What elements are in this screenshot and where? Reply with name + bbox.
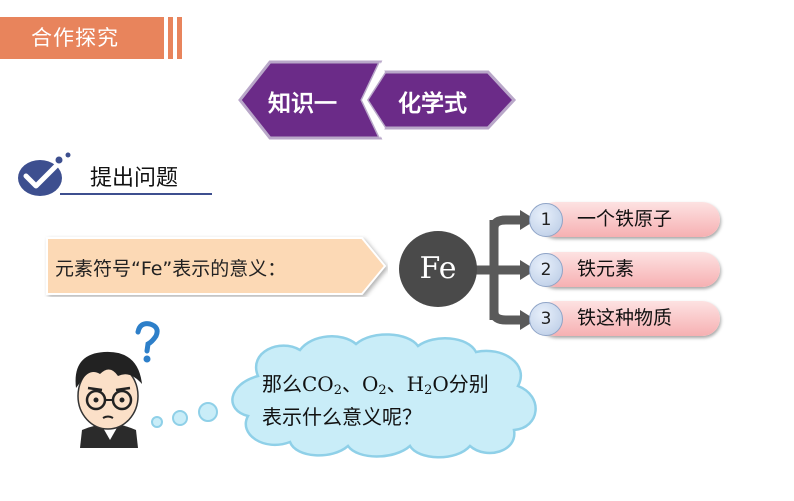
thought-question-line1: 那么CO2、O2、H2O分别	[262, 372, 489, 398]
heading-underline	[60, 193, 212, 195]
section-tag: 合作探究	[0, 17, 164, 59]
knowledge-banner	[238, 60, 517, 140]
item-number: 3	[529, 302, 563, 336]
tag-divider-bar	[168, 17, 173, 59]
meaning-label-box	[46, 237, 387, 295]
thought-cloud	[231, 333, 537, 459]
meaning-label: 元素符号“Fe”表示的意义：	[55, 258, 287, 280]
item-number: 1	[529, 203, 563, 237]
item-text: 一个铁原子	[577, 208, 673, 230]
thought-dot	[198, 402, 218, 422]
item-number: 2	[529, 253, 563, 287]
thinking-student-icon	[75, 321, 160, 448]
item-text: 铁元素	[577, 258, 635, 280]
meaning-item	[538, 252, 720, 287]
question-heading: 提出问题	[90, 166, 179, 191]
meaning-item	[538, 202, 720, 237]
checkmark-logo-icon	[18, 152, 71, 196]
thought-question-line2: 表示什么意义呢？	[262, 405, 422, 429]
banner-right-label: 化学式	[398, 91, 467, 117]
thought-dot	[151, 416, 163, 428]
branch-arrows	[468, 210, 536, 330]
banner-left-label: 知识一	[268, 91, 337, 117]
tag-divider-bar	[177, 17, 182, 59]
thought-dot	[172, 410, 188, 426]
meaning-item	[538, 301, 720, 336]
element-symbol-circle: Fe	[399, 231, 477, 307]
item-text: 铁这种物质	[577, 307, 673, 329]
